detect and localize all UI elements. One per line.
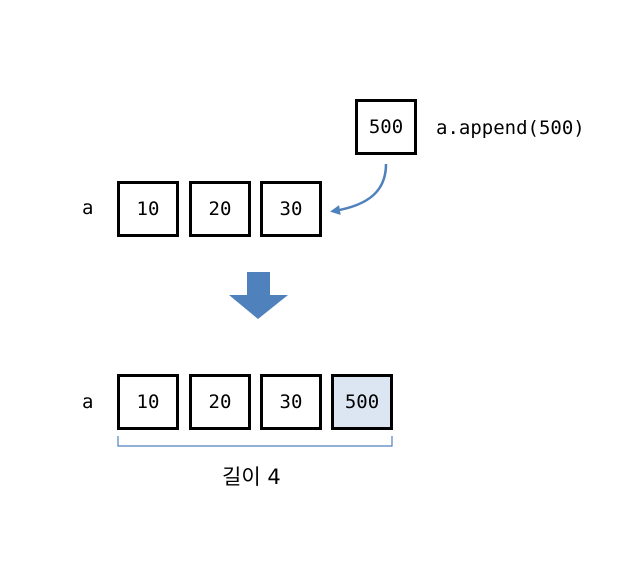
before-item-2-text: 30 — [279, 198, 303, 220]
after-item-1-text: 20 — [208, 391, 232, 413]
after-item-1: 20 — [189, 374, 251, 430]
after-item-3-new: 500 — [331, 374, 393, 430]
before-item-0: 10 — [117, 181, 179, 237]
length-label: 길이 4 — [222, 465, 281, 489]
append-curved-arrow — [330, 163, 388, 215]
down-arrow-icon — [229, 272, 288, 319]
append-value-text: 500 — [368, 116, 404, 138]
after-item-2-text: 30 — [279, 391, 303, 413]
length-brace — [117, 436, 393, 447]
append-value-box: 500 — [355, 99, 417, 155]
after-item-2: 30 — [260, 374, 322, 430]
after-item-3-text: 500 — [344, 391, 380, 413]
after-item-0-text: 10 — [136, 391, 160, 413]
after-item-0: 10 — [117, 374, 179, 430]
before-item-0-text: 10 — [136, 198, 160, 220]
append-code-label: a.append(500) — [436, 117, 585, 139]
before-item-1: 20 — [189, 181, 251, 237]
before-item-1-text: 20 — [208, 198, 232, 220]
before-var-name: a — [82, 197, 94, 219]
after-var-name: a — [82, 391, 94, 413]
before-item-2: 30 — [260, 181, 322, 237]
